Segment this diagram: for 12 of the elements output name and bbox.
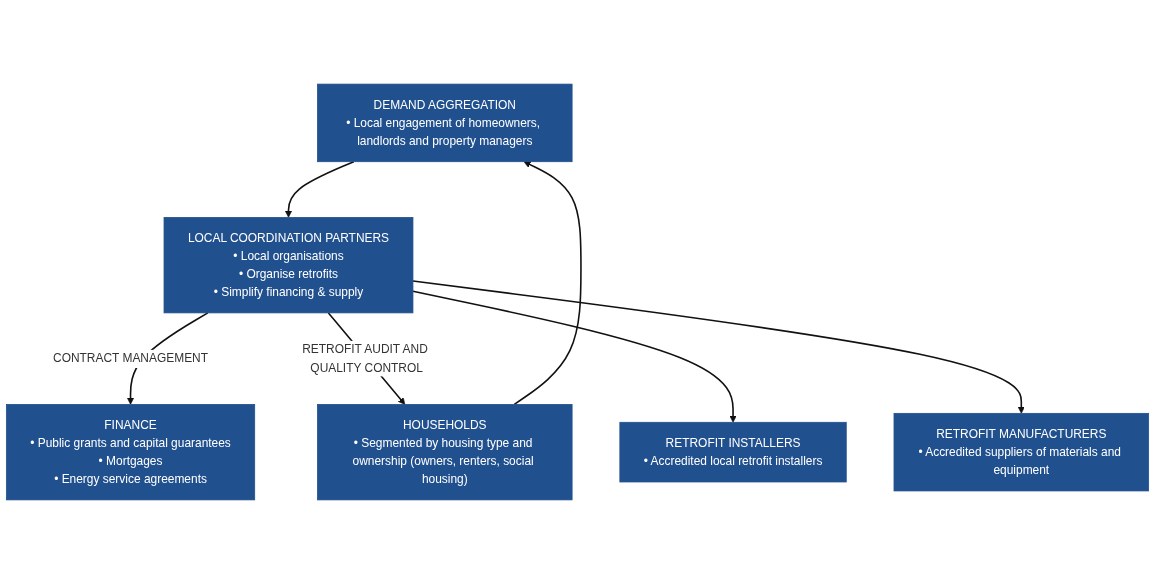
arrow [412,280,1025,414]
node-box: RETROFIT MANUFACTURERS • Accredited suppliers of materials and equipment [893,412,1150,492]
arrow [513,161,582,406]
arrow [285,160,355,218]
node-box: HOUSEHOLDS • Segmented by housing type and ownership (owners, renters, social housing) [317,404,573,501]
edge-label: CONTRACT MANAGEMENT [53,351,209,365]
node-box: DEMAND AGGREGATION • Local engagement of homeowners, landlords and property managers [317,83,573,163]
node-box: RETROFIT INSTALLERS • Accredited local retrofit installers [619,421,847,483]
node-box: LOCAL COORDINATION PARTNERS • Local organisations • Organise retrofits • Simplify financing & supply [163,217,414,314]
node-box: FINANCE • Public grants and capital guarantees • Mortgages • Energy service agreements [5,404,256,501]
edge-label: RETROFIT AUDIT AND QUALITY CONTROL [302,342,428,374]
arrow [412,290,737,423]
